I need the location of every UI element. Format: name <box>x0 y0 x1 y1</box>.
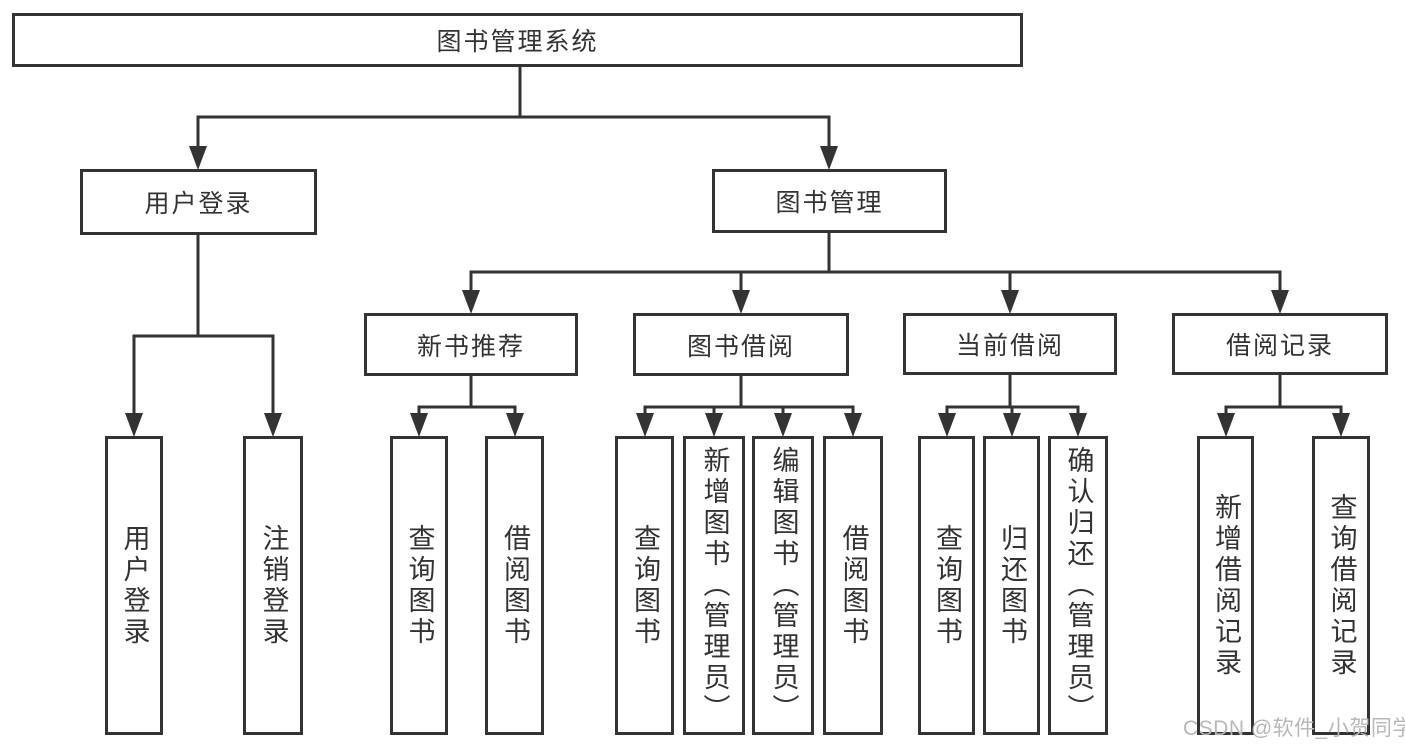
leaf-borrow-borrow-book: 借阅图书 <box>823 436 883 735</box>
arrowhead <box>938 413 956 437</box>
arrowhead <box>636 413 654 437</box>
node-user-login: 用户登录 <box>80 169 317 235</box>
leaf-borrow-query-book: 查询图书 <box>615 436 674 735</box>
leaf-borrow-edit-book-admin: 编辑图书（管理员） <box>752 436 814 735</box>
node-book-management: 图书管理 <box>712 169 947 233</box>
leaf-record-add-borrow-record: 新增借阅记录 <box>1197 436 1254 735</box>
arrowhead <box>1217 413 1235 437</box>
arrowhead <box>774 413 792 437</box>
connector-current-borrow-subtree <box>938 372 1087 437</box>
csdn-watermark: CSDN @软件_小贺同学 <box>1183 717 1405 740</box>
leaf-current-return-book: 归还图书 <box>983 436 1040 735</box>
leaf-record-query-borrow-record: 查询借阅记录 <box>1312 436 1370 735</box>
leaf-current-query-book: 查询图书 <box>918 436 975 735</box>
connector-level2 <box>189 115 838 170</box>
arrowhead <box>410 413 428 437</box>
leaf-newbook-borrow-book: 借阅图书 <box>485 436 544 735</box>
arrowhead <box>820 146 838 170</box>
connector-book-borrow-subtree <box>636 373 862 437</box>
leaf-borrow-add-book-admin: 新增图书（管理员） <box>683 436 745 735</box>
arrowhead <box>506 413 524 437</box>
node-borrow-record: 借阅记录 <box>1172 313 1388 375</box>
node-book-borrow: 图书借阅 <box>633 313 849 376</box>
node-root-system: 图书管理系统 <box>12 13 1023 67</box>
node-current-borrow: 当前借阅 <box>903 313 1117 375</box>
leaf-logout: 注销登录 <box>243 436 303 735</box>
arrowhead <box>705 413 723 437</box>
connector-book-mgmt-subtree <box>462 230 1289 314</box>
node-new-book-recommend: 新书推荐 <box>364 313 578 376</box>
arrowhead <box>1271 290 1289 314</box>
connector-borrow-record-subtree <box>1217 372 1350 437</box>
arrowhead <box>1003 413 1021 437</box>
arrowhead <box>462 290 480 314</box>
leaf-user-login: 用户登录 <box>105 436 163 735</box>
arrowhead <box>189 146 207 170</box>
leaf-newbook-query-book: 查询图书 <box>390 436 448 735</box>
connector-user-login-subtree <box>125 232 282 437</box>
arrowhead <box>844 413 862 437</box>
arrowhead <box>264 413 282 437</box>
arrowhead <box>1001 290 1019 314</box>
arrowhead <box>732 290 750 314</box>
arrowhead <box>125 413 143 437</box>
arrowhead <box>1332 413 1350 437</box>
arrowhead <box>1069 413 1087 437</box>
connector-new-book-subtree <box>410 373 524 437</box>
leaf-current-confirm-return-admin: 确认归还（管理员） <box>1048 436 1108 735</box>
